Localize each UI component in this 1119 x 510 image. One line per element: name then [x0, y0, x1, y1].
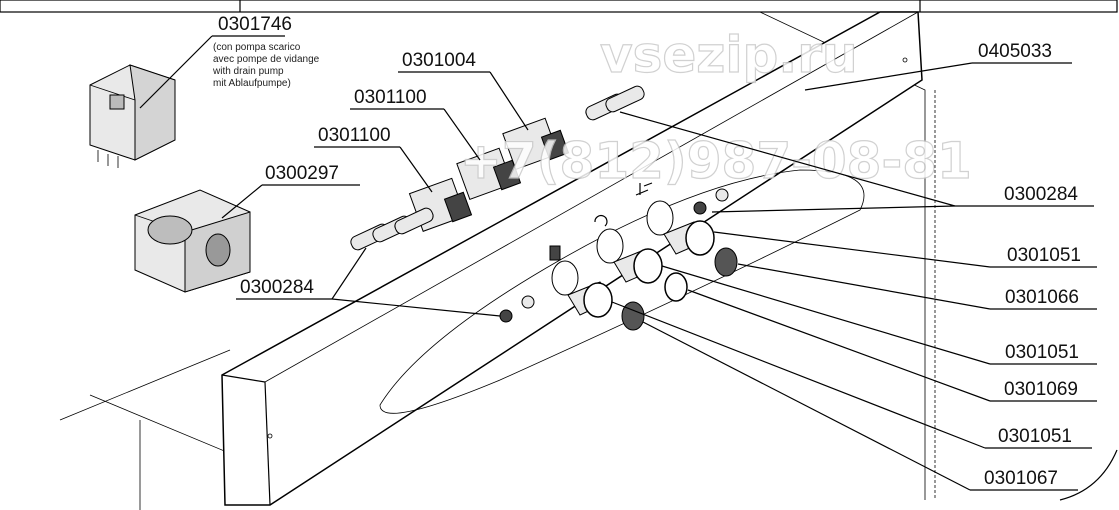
callout-panel: 0405033 — [978, 41, 1052, 62]
switch-part-mid — [456, 147, 522, 201]
callout-switch-top: 0301004 — [402, 50, 476, 71]
callout-button-middle: 0301069 — [1004, 379, 1078, 400]
panel-symbols — [549, 182, 653, 261]
callout-programmer: 0300297 — [265, 163, 339, 184]
callout-knob-right: 0301051 — [1007, 245, 1081, 266]
timer-relay-note-1: (con pompa scarico — [213, 42, 301, 53]
callout-knob-middle: 0301051 — [1005, 342, 1079, 363]
timer-relay-part — [89, 64, 176, 168]
switch-part-top — [502, 117, 570, 171]
indicator-lamps-left — [350, 207, 434, 251]
header-table-strip — [0, 0, 1118, 13]
timer-relay-note-2: avec pompe de vidange — [213, 54, 320, 65]
timer-relay-note-3: with drain pump — [212, 66, 284, 77]
callout-lamps-right: 0300284 — [1004, 184, 1078, 205]
callout-switch-low: 0301100 — [318, 125, 391, 146]
control-panel — [221, 11, 923, 506]
callout-button-left: 0301067 — [984, 468, 1058, 489]
indicator-lamps-top — [585, 85, 645, 121]
callout-lamps-left: 0300284 — [240, 277, 314, 298]
knob-right — [646, 200, 738, 277]
callout-switch-mid: 0301100 — [354, 87, 427, 108]
watermark-phone: +7(812)987-08-81 — [460, 132, 972, 190]
watermark-site: vsezip.ru — [600, 26, 858, 84]
knob-left — [551, 260, 645, 331]
programmer-part — [134, 189, 251, 293]
callout-button-right: 0301066 — [1005, 287, 1079, 308]
callout-knob-left: 0301051 — [998, 426, 1072, 447]
knob-middle — [596, 228, 688, 302]
callout-timer-relay: 0301746 — [218, 14, 292, 35]
timer-relay-note-4: mit Ablaufpumpe) — [213, 78, 291, 89]
lamp-bulbs-panel — [499, 188, 729, 323]
